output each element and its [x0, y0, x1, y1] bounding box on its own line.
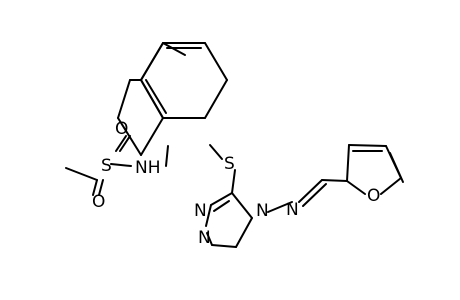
bond [140, 42, 164, 81]
bond [302, 183, 327, 207]
bond [204, 42, 228, 81]
bond [348, 144, 387, 147]
bond [213, 200, 230, 212]
bond [380, 177, 402, 195]
sulfonyl-sulfur-label: S [101, 156, 112, 176]
bond [204, 79, 228, 119]
oxygen-label-1: O [115, 119, 128, 139]
bond [211, 244, 237, 248]
bond [98, 179, 104, 196]
bond [346, 180, 366, 195]
triazole-nitrogen-4-label: N [256, 201, 269, 221]
triazole-nitrogen-2-label: N [194, 201, 207, 221]
bond [110, 163, 132, 167]
triazole-ring [205, 144, 253, 248]
triazole-nitrogen-1-label: N [198, 228, 211, 248]
acenaphthene-core [117, 42, 228, 156]
bond [145, 79, 167, 114]
bond [119, 135, 131, 152]
bond [231, 169, 236, 194]
bond [267, 201, 293, 213]
bond [205, 204, 212, 227]
bond [117, 79, 131, 119]
bond [162, 42, 186, 56]
furan-oxygen-label: O [367, 186, 380, 206]
sulfonamide-group [65, 135, 169, 196]
bond [346, 144, 350, 182]
bond [321, 179, 348, 182]
oxygen-label-2: O [92, 192, 105, 212]
bond [389, 152, 404, 183]
bond [92, 179, 98, 196]
atom-labels: O O S NH S N N N N O [92, 119, 380, 248]
bond [298, 179, 323, 203]
imine-furan [267, 144, 404, 213]
imine-nitrogen-label: N [286, 200, 299, 220]
nh-label: NH [135, 158, 161, 178]
bond [65, 167, 98, 181]
bond [231, 192, 253, 219]
thioether-sulfur-label: S [224, 154, 235, 174]
bond [210, 192, 233, 206]
bond [206, 232, 213, 246]
bond [140, 117, 164, 156]
bond [115, 135, 127, 152]
bond [209, 144, 223, 160]
bond [140, 79, 164, 119]
bond [165, 145, 169, 167]
bond [235, 217, 253, 248]
